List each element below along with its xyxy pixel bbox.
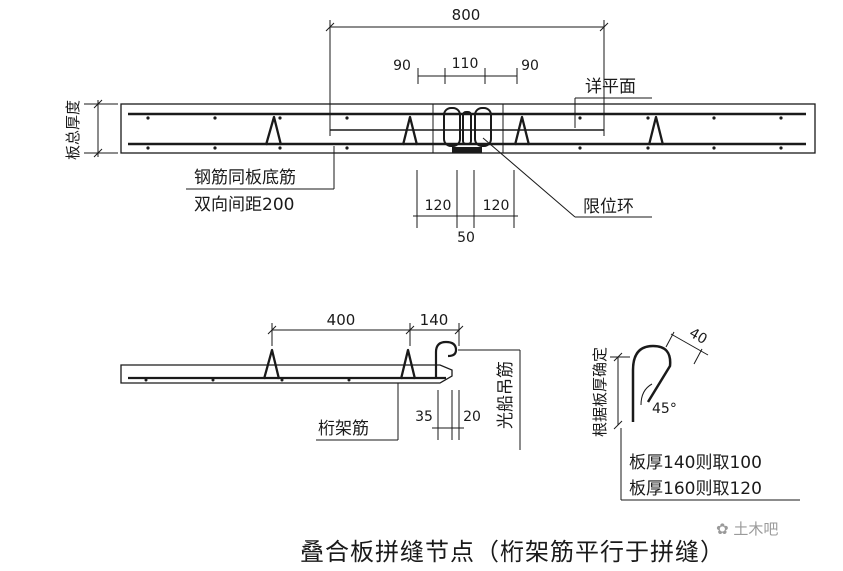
bottom-dim-400-140: 400 140 — [267, 311, 464, 346]
wechat-icon: ✿ — [716, 520, 729, 538]
hook-dim-40-label: 40 — [686, 325, 709, 348]
dim-800-label: 800 — [452, 6, 481, 24]
thickness-label: 板总厚度 — [64, 100, 82, 160]
dim-90-right-label: 90 — [521, 58, 539, 74]
rebar-note-line2: 双向间距200 — [194, 195, 294, 215]
dim-400-label: 400 — [327, 311, 356, 329]
watermark-text: 土木吧 — [733, 520, 779, 538]
hook-dim-40: 40 — [665, 325, 710, 365]
ring-label: 限位环 — [583, 197, 634, 217]
top-dim-800: 800 — [325, 6, 609, 136]
dim-120-right-label: 120 — [483, 198, 510, 214]
bottom-slab-section — [120, 340, 458, 384]
detail-plan-label: 详平面 — [585, 77, 636, 97]
detail-plan-callout: 详平面 — [574, 77, 652, 128]
dim-120-left-label: 120 — [425, 198, 452, 214]
dim-90-left-label: 90 — [393, 58, 411, 74]
hook-notes: 板厚140则取100 板厚160则取120 — [620, 428, 800, 501]
watermark: ✿ 土木吧 — [716, 518, 778, 539]
ring-callout: 限位环 — [482, 137, 652, 218]
rebar-note-line1: 钢筋同板底筋 — [194, 168, 296, 188]
dim-140-label: 140 — [420, 311, 449, 329]
dim-20-label: 20 — [463, 409, 481, 425]
top-slab-section — [120, 103, 816, 154]
dim-110-label: 110 — [452, 56, 479, 72]
hook-rebar-callout: 光船吊筋 — [458, 349, 521, 450]
truss-label: 桁架筋 — [318, 419, 369, 439]
truss-callout: 桁架筋 — [316, 383, 399, 441]
hook-detail-shape — [631, 344, 672, 422]
hook-note-line1: 板厚140则取100 — [629, 453, 762, 473]
hook-rebar-label: 光船吊筋 — [496, 361, 516, 429]
top-dim-120-50-120: 120 120 50 — [413, 170, 518, 246]
dim-50-label: 50 — [457, 230, 475, 246]
hook-vertical-dim: 根据板厚确定 — [591, 347, 630, 437]
hook-angle-label: 45° — [652, 401, 677, 417]
hook-vertical-label: 根据板厚确定 — [591, 347, 609, 437]
figure-title: 叠合板拼缝节点（桁架筋平行于拼缝） — [300, 538, 725, 566]
rebar-note: 钢筋同板底筋 双向间距200 — [186, 146, 335, 215]
top-dim-90-110-90: 90 110 90 — [393, 56, 539, 84]
hook-note-line2: 板厚160则取120 — [629, 479, 762, 499]
dim-35-label: 35 — [415, 409, 433, 425]
bottom-dim-35-20: 35 20 — [415, 390, 481, 440]
thickness-dim: 板总厚度 — [64, 99, 118, 160]
